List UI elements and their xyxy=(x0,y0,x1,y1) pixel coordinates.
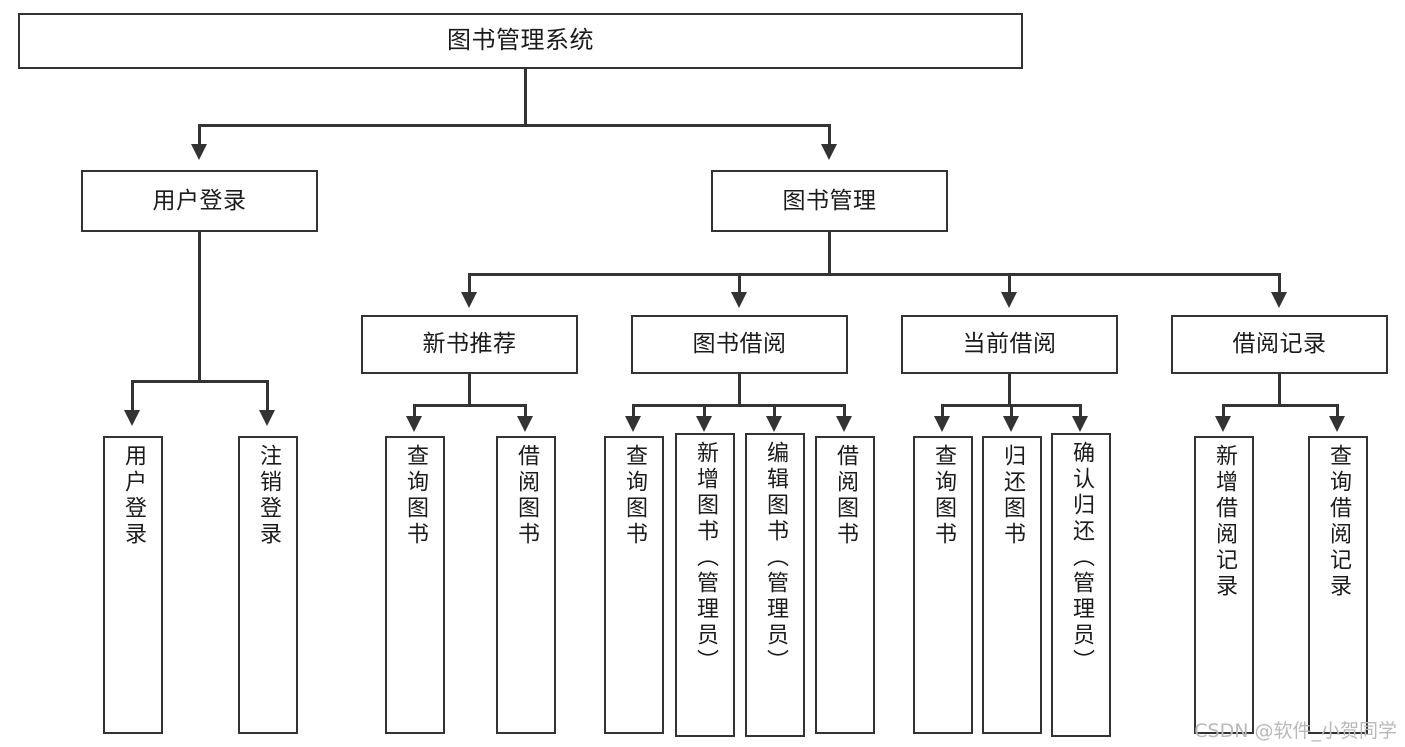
arrowhead-leaf-current-borrow-0 xyxy=(934,416,950,432)
arrowhead-leaf-new-book-1 xyxy=(517,416,533,432)
connector-new-book-bus xyxy=(413,404,527,407)
arrowhead-leaf-book-borrow-2 xyxy=(766,416,782,432)
node-label: 借阅图书 xyxy=(514,444,539,548)
arrowhead-leaf-borrow-record-1 xyxy=(1329,416,1345,432)
node-root-system[interactable]: 图书管理系统 xyxy=(18,13,1023,69)
leaf-book-borrow-3[interactable]: 借阅图书 xyxy=(815,436,875,734)
connector-drop-leaf-book-borrow-2 xyxy=(773,404,776,418)
connector-root-stem xyxy=(524,69,527,125)
connector-drop-leaf-book-borrow-1 xyxy=(703,404,706,418)
connector-drop-current-borrow xyxy=(1008,273,1011,295)
connector-book-borrow-bus xyxy=(632,404,845,407)
leaf-new-book-1[interactable]: 借阅图书 xyxy=(496,436,556,734)
node-label: 查询图书 xyxy=(622,444,647,548)
leaf-book-borrow-2[interactable]: 编辑图书（管理员） xyxy=(745,433,805,737)
node-label: 用户登录 xyxy=(121,444,146,548)
leaf-user-login-1[interactable]: 注销登录 xyxy=(238,436,298,734)
connector-book-manage-bus xyxy=(468,273,1280,276)
node-label: 编辑图书（管理员） xyxy=(763,441,788,675)
connector-book-borrow-stem xyxy=(738,374,741,406)
node-label: 图书管理系统 xyxy=(447,26,594,55)
arrowhead-book-manage xyxy=(821,144,837,160)
node-label: 新增借阅记录 xyxy=(1212,444,1237,600)
connector-drop-leaf-user-login-0 xyxy=(131,380,134,412)
node-label: 图书管理 xyxy=(782,187,877,214)
leaf-book-borrow-1[interactable]: 新增图书（管理员） xyxy=(675,433,735,737)
leaf-user-login-0[interactable]: 用户登录 xyxy=(103,436,163,734)
arrowhead-leaf-book-borrow-3 xyxy=(836,416,852,432)
connector-new-book-stem xyxy=(468,374,471,406)
connector-drop-user-login xyxy=(198,124,201,146)
connector-drop-leaf-borrow-record-0 xyxy=(1222,404,1225,418)
node-new-book-recommend[interactable]: 新书推荐 xyxy=(361,315,578,374)
leaf-book-borrow-0[interactable]: 查询图书 xyxy=(604,436,664,734)
arrowhead-borrow-record xyxy=(1271,292,1287,308)
arrowhead-leaf-new-book-0 xyxy=(406,416,422,432)
node-current-borrow[interactable]: 当前借阅 xyxy=(901,315,1118,374)
connector-borrow-record-stem xyxy=(1278,374,1281,406)
arrowhead-current-borrow xyxy=(1001,292,1017,308)
connector-drop-leaf-borrow-record-1 xyxy=(1336,404,1339,418)
arrowhead-leaf-user-login-1 xyxy=(259,410,275,426)
node-label: 归还图书 xyxy=(1000,444,1025,548)
node-label: 用户登录 xyxy=(152,187,247,214)
node-borrow-record[interactable]: 借阅记录 xyxy=(1171,315,1388,374)
arrowhead-leaf-current-borrow-2 xyxy=(1072,416,1088,432)
leaf-new-book-0[interactable]: 查询图书 xyxy=(385,436,445,734)
node-book-management[interactable]: 图书管理 xyxy=(711,170,948,232)
node-label: 新增图书（管理员） xyxy=(693,441,718,675)
connector-drop-leaf-book-borrow-3 xyxy=(843,404,846,418)
node-label: 查询图书 xyxy=(931,444,956,548)
arrowhead-user-login xyxy=(191,144,207,160)
leaf-borrow-record-0[interactable]: 新增借阅记录 xyxy=(1194,436,1254,734)
connector-drop-leaf-current-borrow-0 xyxy=(941,404,944,418)
arrowhead-leaf-book-borrow-0 xyxy=(625,416,641,432)
connector-drop-leaf-new-book-1 xyxy=(524,404,527,418)
leaf-current-borrow-2[interactable]: 确认归还（管理员） xyxy=(1051,433,1111,737)
arrowhead-leaf-borrow-record-0 xyxy=(1215,416,1231,432)
connector-drop-leaf-current-borrow-1 xyxy=(1010,404,1013,418)
leaf-borrow-record-1[interactable]: 查询借阅记录 xyxy=(1308,436,1368,734)
arrowhead-new-book xyxy=(461,292,477,308)
arrowhead-leaf-current-borrow-1 xyxy=(1003,416,1019,432)
connector-drop-borrow-record xyxy=(1278,273,1281,295)
node-label: 图书借阅 xyxy=(692,331,787,358)
node-label: 查询借阅记录 xyxy=(1326,444,1351,600)
node-user-login[interactable]: 用户登录 xyxy=(81,170,318,232)
node-label: 查询图书 xyxy=(403,444,428,548)
node-label: 注销登录 xyxy=(256,444,281,548)
connector-root-bus xyxy=(198,124,830,127)
connector-drop-leaf-new-book-0 xyxy=(413,404,416,418)
leaf-current-borrow-0[interactable]: 查询图书 xyxy=(913,436,973,734)
node-label: 借阅记录 xyxy=(1232,331,1327,358)
leaf-current-borrow-1[interactable]: 归还图书 xyxy=(982,436,1042,734)
connector-drop-book-manage xyxy=(828,124,831,146)
node-label: 确认归还（管理员） xyxy=(1069,441,1094,675)
node-book-borrow[interactable]: 图书借阅 xyxy=(631,315,848,374)
connector-drop-leaf-book-borrow-0 xyxy=(632,404,635,418)
connector-current-borrow-stem xyxy=(1008,374,1011,406)
connector-user-login-bus xyxy=(131,380,268,383)
connector-drop-new-book xyxy=(468,273,471,295)
arrowhead-book-borrow xyxy=(731,292,747,308)
connector-book-manage-stem xyxy=(828,232,831,275)
arrowhead-leaf-book-borrow-1 xyxy=(696,416,712,432)
connector-user-login-stem xyxy=(198,232,201,382)
node-label: 借阅图书 xyxy=(833,444,858,548)
connector-drop-leaf-current-borrow-2 xyxy=(1079,404,1082,418)
node-label: 新书推荐 xyxy=(422,331,517,358)
connector-borrow-record-bus xyxy=(1222,404,1338,407)
node-label: 当前借阅 xyxy=(962,331,1057,358)
connector-drop-book-borrow xyxy=(738,273,741,295)
arrowhead-leaf-user-login-0 xyxy=(124,410,140,426)
connector-drop-leaf-user-login-1 xyxy=(266,380,269,412)
